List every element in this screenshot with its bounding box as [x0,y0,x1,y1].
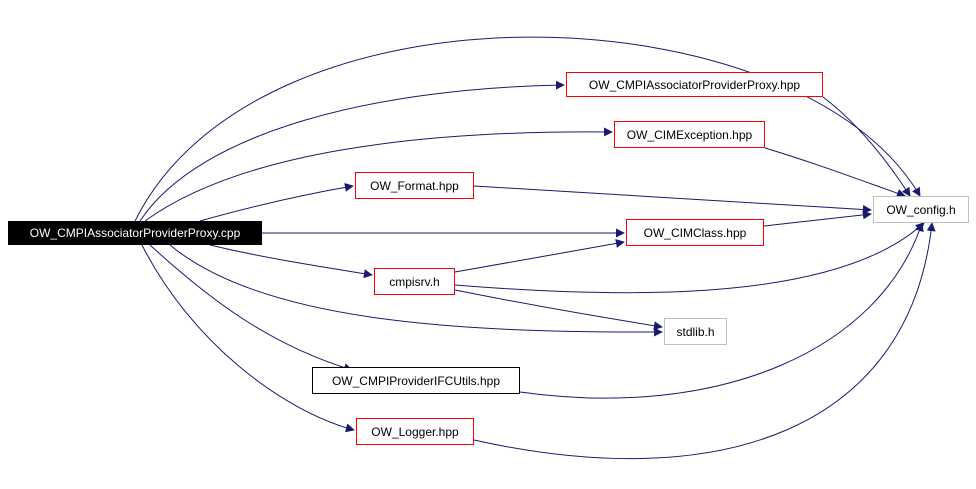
node-cmpisrv-header[interactable]: cmpisrv.h [374,268,455,295]
node-stdlib-header: stdlib.h [664,318,727,345]
edge-format-to-config [473,185,872,214]
node-config-header: OW_config.h [873,196,969,223]
node-ifcutils-header: OW_CMPIProviderIFCUtils.hpp [312,367,520,394]
edge-root-to-config [134,36,921,222]
edge-proxy-hpp-to-config [822,96,911,197]
edge-root-to-cmpisrv [209,244,373,279]
edge-root-to-logger [141,244,355,433]
edge-logger-to-config [473,222,936,460]
edge-root-to-stdlib [169,244,663,337]
edge-cmpisrv-to-cimclass [454,239,625,273]
edge-root-to-proxy-hpp [139,80,565,222]
node-root-source-file[interactable]: OW_CMPIAssociatorProviderProxy.cpp [8,221,262,245]
edge-root-to-ifcutils [149,244,353,372]
edge-cimexception-to-config [764,147,906,198]
node-logger-header[interactable]: OW_Logger.hpp [356,418,474,445]
edge-cmpisrv-to-stdlib [454,289,663,331]
node-cimclass-header[interactable]: OW_CIMClass.hpp [626,219,764,246]
edge-cmpisrv-to-config [454,222,925,294]
node-associator-proxy-header[interactable]: OW_CMPIAssociatorProviderProxy.hpp [566,72,823,97]
edge-root-to-format [199,182,354,222]
edge-cimclass-to-config [763,210,872,227]
node-format-header[interactable]: OW_Format.hpp [355,172,474,199]
edge-ifcutils-to-config [519,222,924,399]
edge-root-to-cimexception [144,127,613,222]
node-cimexception-header[interactable]: OW_CIMException.hpp [614,121,765,148]
